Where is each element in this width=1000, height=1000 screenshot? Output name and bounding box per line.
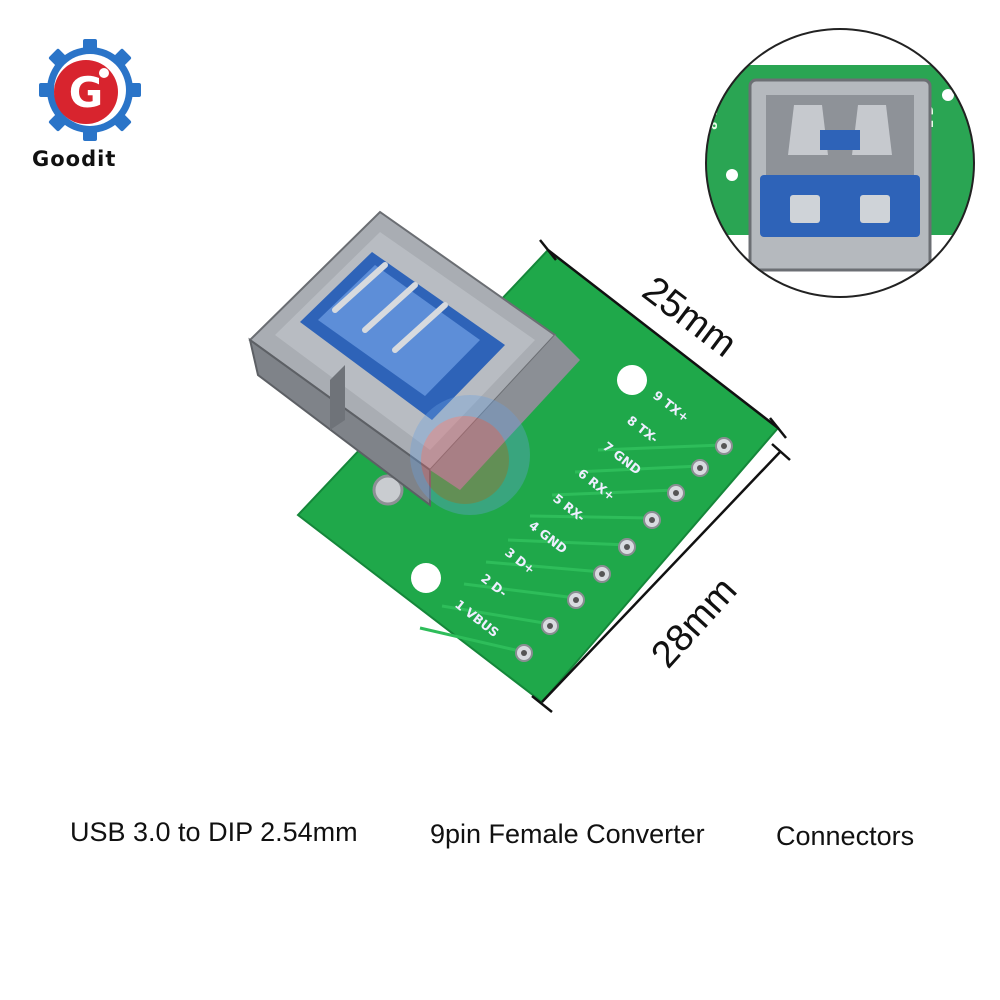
- mount-hole: [617, 365, 647, 395]
- logo-letter: G: [69, 68, 103, 117]
- brand-name: Goodit: [32, 147, 117, 171]
- caption-part-2: 9pin Female Converter: [430, 819, 705, 849]
- caption-part-3: Connectors: [776, 821, 915, 851]
- dimension-lines: [531, 239, 791, 713]
- usb-connector: [248, 210, 580, 508]
- solder-pad: [372, 474, 404, 506]
- goodit-logo: G: [39, 39, 141, 141]
- height-dimension: 28mm: [643, 569, 745, 676]
- pin-traces: [419, 443, 723, 654]
- caption-part-1: USB 3.0 to DIP 2.54mm: [70, 817, 358, 847]
- inset-closeup: 8 TX- 2 D-: [705, 28, 975, 298]
- mount-hole: [411, 563, 441, 593]
- watermark-logo: [410, 395, 530, 515]
- inset-label-left: 8 TX-: [706, 96, 720, 130]
